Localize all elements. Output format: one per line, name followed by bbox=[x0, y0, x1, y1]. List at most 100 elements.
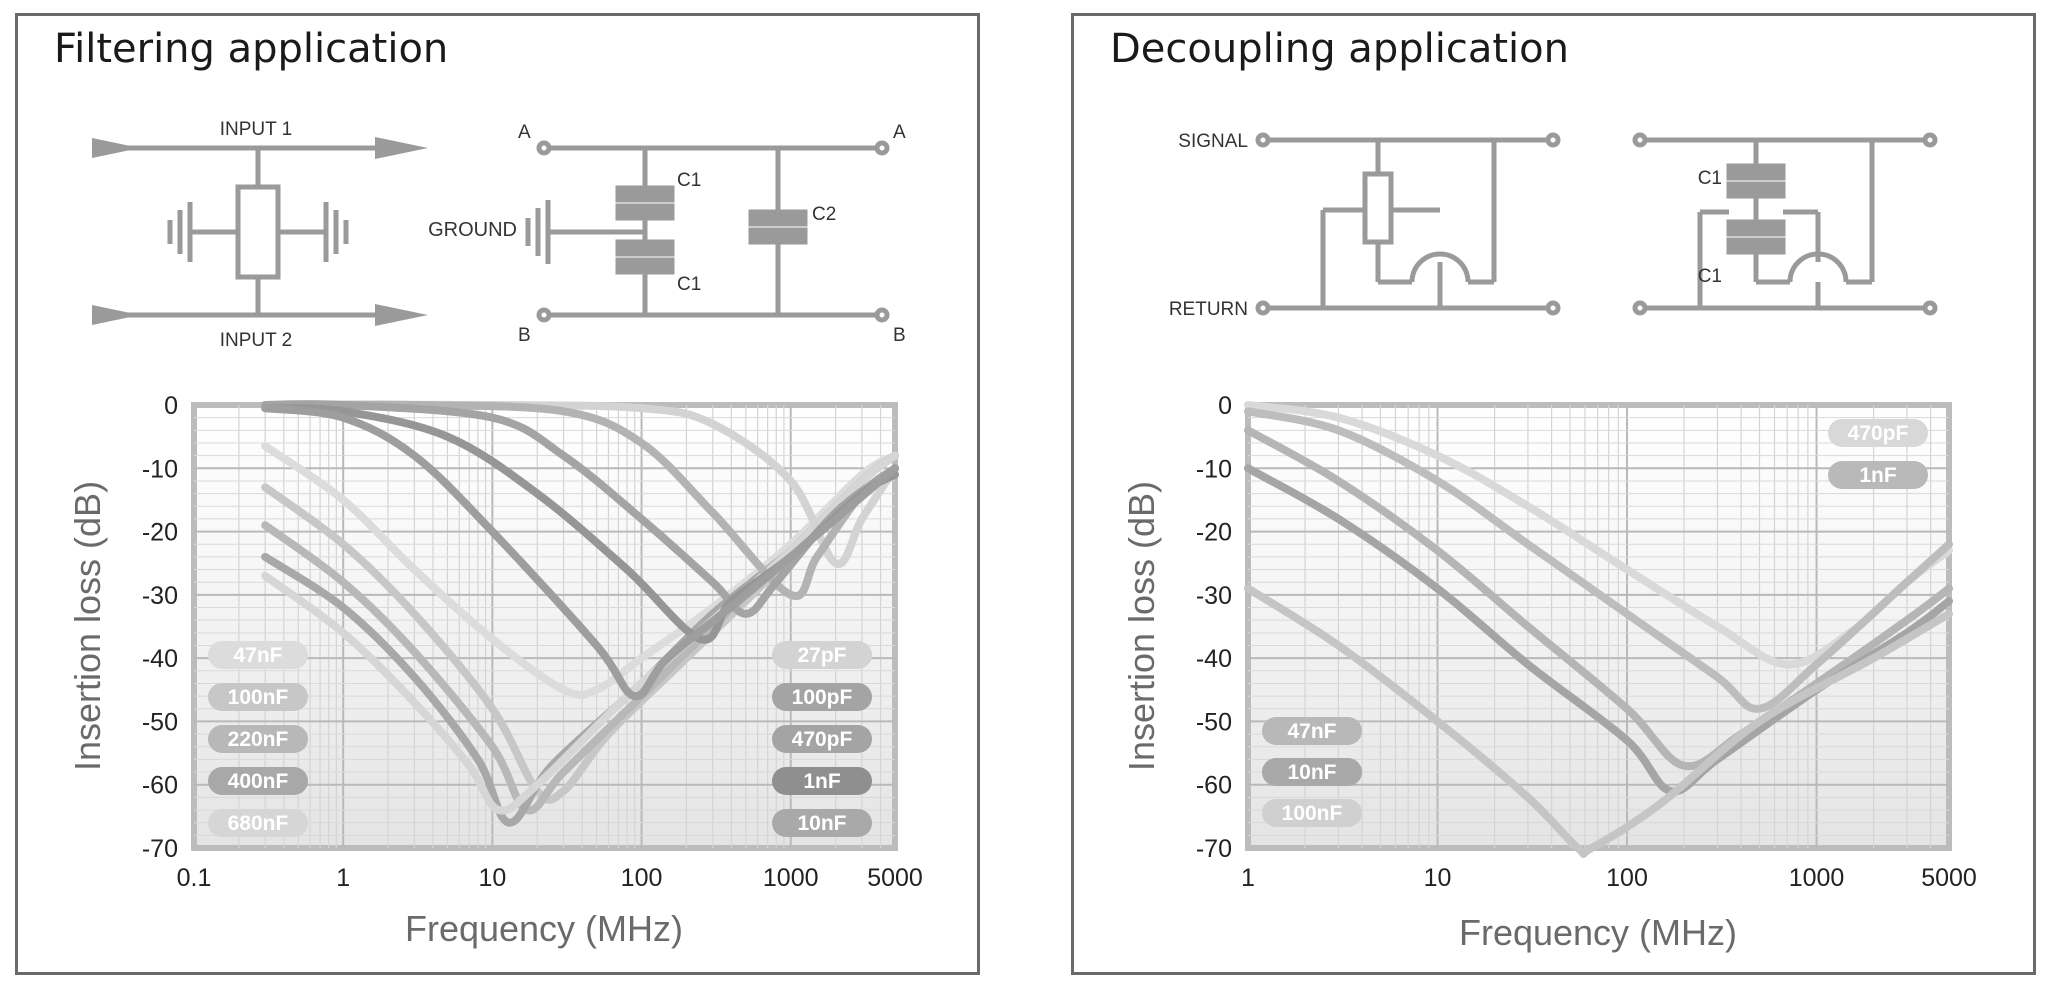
input-arrows bbox=[92, 137, 428, 326]
decoupling-circuit-labels: SIGNAL RETURN C1 C1 bbox=[1169, 131, 1722, 320]
label-input-2: INPUT 2 bbox=[220, 330, 293, 351]
legend: 47nF100nF220nF400nF680nF27pF100pF470pF1n… bbox=[208, 641, 872, 837]
legend-label-100nF: 100nF bbox=[1282, 802, 1343, 825]
filtering-panel-title: Filtering application bbox=[54, 26, 449, 72]
x-tick-label: 100 bbox=[621, 864, 663, 892]
legend-label-400nF: 400nF bbox=[228, 770, 289, 793]
legend-badge bbox=[208, 767, 308, 795]
x-tick-label: 1000 bbox=[1789, 864, 1845, 892]
legend: 47nF 10nF 100nF 470pF 1nF bbox=[1262, 419, 1928, 827]
legend-label-1nF: 1nF bbox=[803, 770, 841, 793]
legend-badge bbox=[772, 683, 872, 711]
y-tick-label: -20 bbox=[142, 519, 178, 547]
legend-label-470pF: 470pF bbox=[792, 728, 853, 751]
label-c1-bottom-decouple: C1 bbox=[1698, 266, 1722, 287]
legend-badge bbox=[772, 725, 872, 753]
label-a-left: A bbox=[518, 122, 531, 143]
label-return: RETURN bbox=[1169, 299, 1248, 320]
label-c1-top: C1 bbox=[677, 170, 701, 191]
label-b-right: B bbox=[893, 325, 906, 346]
y-tick-label: -70 bbox=[142, 835, 178, 863]
y-tick-label: -40 bbox=[142, 645, 178, 673]
decoupling-panel-title: Decoupling application bbox=[1110, 26, 1569, 72]
legend-label-47nF: 47nF bbox=[1287, 720, 1336, 743]
x-tick-label: 0.1 bbox=[177, 864, 212, 892]
series-lines bbox=[1244, 401, 1953, 858]
x-tick-label: 1000 bbox=[763, 864, 819, 892]
x-tick-label: 100 bbox=[1606, 864, 1648, 892]
x-tick-label: 1 bbox=[1241, 864, 1255, 892]
legend-badge bbox=[772, 809, 872, 837]
label-a-right: A bbox=[893, 122, 906, 143]
y-tick-label: -60 bbox=[142, 772, 178, 800]
y-tick-label: 0 bbox=[164, 392, 178, 420]
legend-label-10nF: 10nF bbox=[797, 812, 846, 835]
series-line-47nF bbox=[1244, 426, 1953, 771]
y-tick-label: -50 bbox=[1196, 708, 1232, 736]
y-tick-label: -50 bbox=[142, 708, 178, 736]
decoupling-circuit-diagram bbox=[1255, 132, 1938, 316]
series-line-1nF bbox=[1244, 407, 1953, 713]
legend-label-10nF: 10nF bbox=[1287, 761, 1336, 784]
legend-badge bbox=[772, 767, 872, 795]
y-tick-label: -70 bbox=[1196, 835, 1232, 863]
legend-label-27pF: 27pF bbox=[797, 644, 846, 667]
y-tick-labels: 0-10-20-30-40-50-60-70 bbox=[1196, 392, 1232, 863]
decoupling-symbol-left bbox=[1255, 132, 1561, 316]
series-line-100pF bbox=[261, 400, 899, 600]
label-c1-bottom: C1 bbox=[677, 274, 701, 295]
legend-badge bbox=[208, 683, 308, 711]
label-b-left: B bbox=[518, 325, 531, 346]
label-signal: SIGNAL bbox=[1178, 131, 1248, 152]
legend-badge bbox=[208, 725, 308, 753]
legend-badge bbox=[1262, 717, 1362, 745]
series-line-10nF bbox=[261, 404, 899, 701]
legend-badge bbox=[1262, 799, 1362, 827]
x-tick-labels: 0.1 1 10 100 1000 5000 bbox=[177, 864, 923, 892]
label-c2: C2 bbox=[812, 204, 836, 225]
y-tick-label: -10 bbox=[1196, 455, 1232, 483]
feedthrough-symbol bbox=[167, 148, 349, 315]
x-tick-label: 1 bbox=[336, 864, 350, 892]
legend-label-680nF: 680nF bbox=[228, 812, 289, 835]
legend-label-100nF: 100nF bbox=[228, 686, 289, 709]
chart-filtering: 0 -10 -20 -30 -40 -50 -60 -70 0.1 1 10 100 1000 5000… bbox=[67, 392, 923, 949]
x-axis-label: Frequency (MHz) bbox=[405, 908, 683, 949]
series-line-100nF bbox=[1244, 584, 1953, 858]
decoupling-symbol-right bbox=[1632, 132, 1938, 316]
legend-label-220nF: 220nF bbox=[228, 728, 289, 751]
x-tick-label: 10 bbox=[478, 864, 506, 892]
x-tick-label: 10 bbox=[1424, 864, 1452, 892]
y-tick-label: 0 bbox=[1218, 392, 1232, 420]
equivalent-circuit bbox=[525, 140, 890, 323]
legend-badge bbox=[208, 641, 308, 669]
series-line-47nF bbox=[261, 442, 899, 699]
filtering-circuit-diagram bbox=[92, 137, 890, 326]
y-tick-label: -60 bbox=[1196, 772, 1232, 800]
legend-badge bbox=[208, 809, 308, 837]
y-axis-label: Insertion loss (dB) bbox=[67, 481, 108, 771]
legend-badge bbox=[1828, 419, 1928, 447]
legend-label-1nF: 1nF bbox=[1859, 464, 1897, 487]
legend-label-100pF: 100pF bbox=[792, 686, 853, 709]
label-ground: GROUND bbox=[428, 219, 517, 241]
y-tick-labels: 0 -10 -20 -30 -40 -50 -60 -70 bbox=[142, 392, 178, 863]
series-line-680nF bbox=[261, 451, 899, 815]
y-tick-label: -30 bbox=[142, 582, 178, 610]
y-tick-label: -10 bbox=[142, 455, 178, 483]
y-axis-label: Insertion loss (dB) bbox=[1121, 481, 1162, 771]
y-tick-label: -20 bbox=[1196, 519, 1232, 547]
y-tick-label: -40 bbox=[1196, 645, 1232, 673]
legend-badge bbox=[772, 641, 872, 669]
filtering-circuit-labels: INPUT 1 INPUT 2 GROUND A A B B C1 C1 C2 bbox=[220, 119, 906, 351]
legend-badge bbox=[1262, 758, 1362, 786]
label-c1-top-decouple: C1 bbox=[1698, 168, 1722, 189]
label-input-1: INPUT 1 bbox=[220, 119, 293, 140]
x-axis-label: Frequency (MHz) bbox=[1459, 912, 1737, 953]
legend-label-470pF: 470pF bbox=[1848, 422, 1909, 445]
series-lines bbox=[261, 400, 899, 827]
x-tick-label: 5000 bbox=[867, 864, 923, 892]
